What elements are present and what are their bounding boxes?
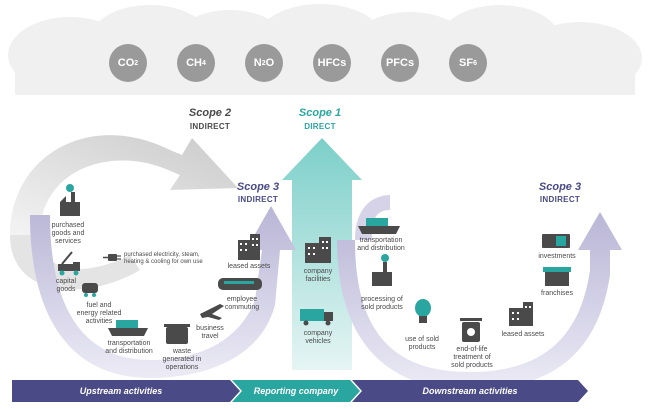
money-icon bbox=[542, 234, 570, 248]
band-upstream-label: Upstream activities bbox=[79, 386, 163, 396]
label-use-of-sold-products: use of sold products bbox=[405, 336, 439, 351]
label-employee-commuting: employee commuting bbox=[224, 296, 260, 311]
band-reporting-label: Reporting company bbox=[253, 386, 339, 396]
label-downstream-leased-assets: leased assets bbox=[501, 331, 545, 338]
label-downstream-transportation: transportation and distribution bbox=[357, 237, 405, 252]
storefront-icon bbox=[543, 267, 571, 286]
scope3-upstream-subtitle: INDIRECT bbox=[237, 195, 279, 204]
train-icon bbox=[218, 278, 262, 290]
scope1-title: Scope 1 bbox=[298, 107, 342, 119]
label-business-travel: business travel bbox=[196, 325, 224, 340]
label-investments: investments bbox=[538, 253, 576, 260]
cargo-ship-icon bbox=[358, 218, 400, 234]
plug-icon bbox=[103, 254, 121, 261]
dumpster-icon bbox=[164, 324, 190, 344]
scope3-downstream-arrow bbox=[337, 212, 622, 390]
gas-hfcs: HFCs bbox=[313, 44, 351, 82]
scope2-subtitle: INDIRECT bbox=[189, 122, 231, 131]
factory-icon bbox=[60, 184, 80, 216]
truck-icon bbox=[300, 309, 333, 326]
label-capital-goods: capital goods bbox=[55, 278, 77, 293]
scope3-downstream-subtitle: INDIRECT bbox=[539, 195, 581, 204]
upstream-band-shape bbox=[12, 380, 240, 402]
scope2-arrow bbox=[10, 135, 238, 235]
label-purchased-electricity: purchased electricity, steam, heating & … bbox=[124, 252, 203, 265]
airplane-icon bbox=[200, 304, 224, 320]
scope2-title: Scope 2 bbox=[188, 107, 232, 119]
gas-pfcs: PFCs bbox=[381, 44, 419, 82]
label-processing: processing of sold products bbox=[361, 296, 403, 311]
label-upstream-transportation: transportation and distribution bbox=[105, 340, 153, 355]
crane-truck-icon bbox=[58, 251, 80, 276]
company-building-icon bbox=[305, 237, 331, 263]
building-icon bbox=[238, 234, 260, 260]
recycle-bin-icon bbox=[460, 318, 482, 342]
label-end-of-life: end-of-life treatment of sold products bbox=[451, 346, 493, 369]
label-company-vehicles: company vehicles bbox=[303, 330, 333, 345]
reporting-band-shape bbox=[232, 380, 360, 402]
label-company-facilities: company facilities bbox=[303, 268, 333, 283]
fuel-cart-icon bbox=[82, 283, 98, 297]
downstream-band-shape bbox=[352, 380, 588, 402]
scope1-subtitle: DIRECT bbox=[304, 122, 336, 131]
label-fuel-energy: fuel and energy related activities bbox=[76, 302, 122, 325]
factory-processing-icon bbox=[372, 254, 392, 286]
band-downstream-label: Downstream activities bbox=[422, 386, 518, 396]
scope3-upstream-arrow bbox=[30, 206, 296, 378]
label-franchises: franchises bbox=[541, 290, 573, 297]
label-purchased-goods: purchased goods and services bbox=[51, 222, 85, 245]
lightbulb-icon bbox=[415, 299, 431, 323]
leased-building-icon bbox=[509, 302, 533, 326]
ship-icon bbox=[108, 320, 148, 336]
label-upstream-leased-assets: leased assets bbox=[227, 263, 271, 270]
scope3-downstream-title: Scope 3 bbox=[538, 181, 582, 193]
label-waste: waste generated in operations bbox=[162, 348, 202, 371]
scope3-upstream-title: Scope 3 bbox=[236, 181, 280, 193]
